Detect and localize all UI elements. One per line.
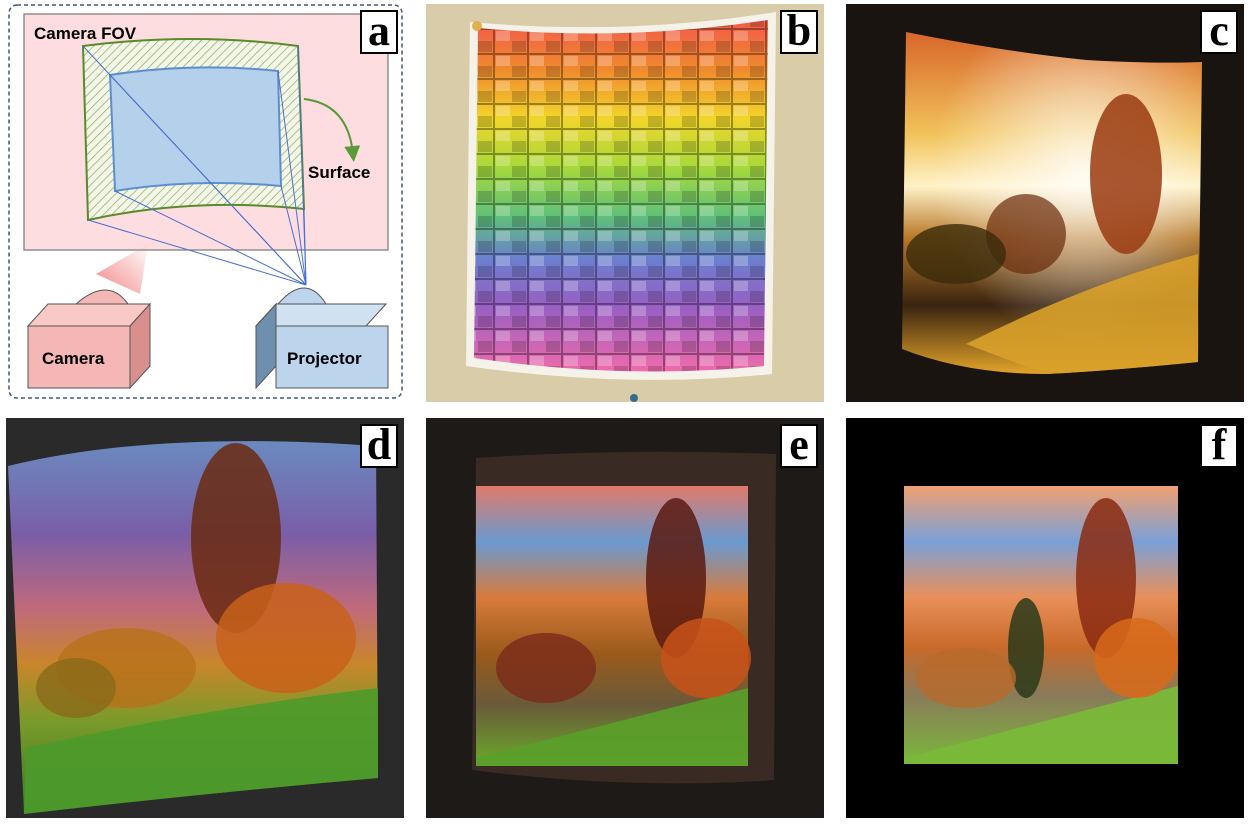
panel-f-svg [904, 486, 1178, 764]
panel-a-setup-diagram: Camera FOV Surface Camera Projector a [8, 4, 404, 400]
surface-arrow [303, 98, 361, 162]
panel-b-letter: b [780, 9, 818, 54]
panel-e-projection-result: e [426, 418, 824, 818]
projection-surface [108, 66, 283, 193]
projector-label: Projector [287, 349, 362, 368]
camera-device: Camera [26, 244, 152, 390]
panel-d-projection-result: d [6, 418, 404, 818]
camera-fov-label: Camera FOV [34, 24, 137, 43]
camera-label: Camera [42, 349, 105, 368]
tree-shape [1076, 498, 1136, 658]
panel-c-letter: c [1200, 9, 1238, 54]
camera-beam [96, 244, 148, 294]
panel-f-reference-image: f [846, 418, 1244, 818]
tree-shape [646, 498, 706, 658]
panel-e-letter: e [780, 423, 818, 468]
pin-icon [472, 21, 482, 31]
panel-c-svg [902, 32, 1202, 374]
panel-c-projection-result: c [846, 4, 1244, 402]
panel-a-letter: a [360, 9, 398, 54]
surface-label: Surface [308, 163, 370, 182]
tree-shape [1090, 94, 1162, 254]
panel-e-svg [472, 451, 776, 784]
projector-device: Projector [254, 287, 389, 390]
panel-d-letter: d [360, 423, 398, 468]
panel-f-letter: f [1200, 423, 1238, 468]
projector-rays [82, 45, 307, 286]
panel-b-svg [426, 4, 824, 402]
panel-b-textured-surface: b [426, 4, 824, 402]
tree-shape [191, 443, 281, 633]
panel-d-svg [8, 441, 378, 814]
setup-diagram-svg: Camera FOV Surface Camera Projector [8, 4, 403, 399]
